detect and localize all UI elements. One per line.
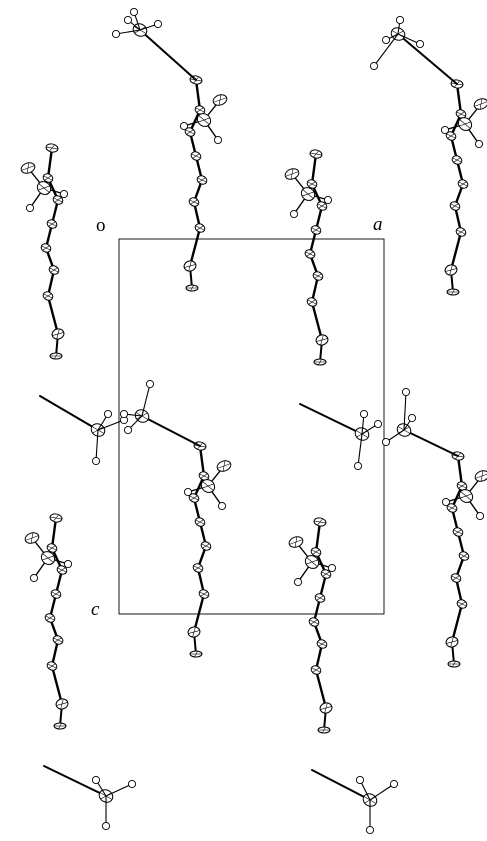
- hydrogen-atom: [381, 437, 391, 447]
- molecule-lower-left: [24, 513, 73, 730]
- hydrogen-atom: [123, 425, 133, 435]
- hydrogen-atom: [365, 825, 375, 835]
- hydrogen-atom: [355, 775, 365, 785]
- hydrogen-atom: [373, 419, 383, 429]
- ethyl-tail-inside-right: [299, 403, 383, 471]
- hydrogen-atom: [217, 501, 227, 511]
- hydrogen-atom: [29, 573, 39, 583]
- ethyl-tail-left-mid: [39, 395, 129, 466]
- molecule-upper-right: [440, 79, 487, 296]
- hydrogen-atom: [101, 821, 111, 831]
- hydrogen-atom: [59, 189, 69, 199]
- hydrogen-atom: [293, 577, 303, 587]
- axis-c-label: c: [91, 599, 100, 620]
- hydrogen-atom: [63, 559, 73, 569]
- hydrogen-atom: [145, 379, 155, 389]
- hydrogen-atom: [91, 456, 101, 466]
- molecule-lower-inside-right: [288, 517, 337, 734]
- hydrogen-atom: [395, 15, 405, 25]
- unit-cell-box: [118, 238, 385, 615]
- hydrogen-atom: [119, 409, 129, 419]
- hydrogen-atom: [183, 487, 193, 497]
- hydrogen-atom: [323, 195, 333, 205]
- hydrogen-atom: [91, 775, 101, 785]
- hydrogen-atom: [129, 7, 139, 17]
- hydrogen-atom: [111, 29, 121, 39]
- hydrogen-atom: [179, 121, 189, 131]
- hydrogen-atom: [401, 387, 411, 397]
- hydrogen-atom: [127, 779, 137, 789]
- ethyl-tail-right: [381, 387, 459, 457]
- ethyl-tail-top-left: [111, 7, 197, 81]
- molecule-inside-right: [284, 149, 333, 366]
- ethyl-tail-bottom-right: [311, 769, 399, 835]
- fluorine-atom: [474, 470, 487, 482]
- molecule-upper-left: [179, 75, 228, 292]
- molecule-layer: [20, 7, 487, 835]
- hydrogen-atom: [213, 135, 223, 145]
- hydrogen-atom: [381, 35, 391, 45]
- hydrogen-atom: [474, 139, 484, 149]
- hydrogen-atom: [415, 39, 425, 49]
- hydrogen-atom: [359, 409, 369, 419]
- hydrogen-atom: [440, 125, 450, 135]
- hydrogen-atom: [289, 209, 299, 219]
- ethyl-tail-centre: [119, 379, 201, 447]
- hydrogen-atom: [327, 563, 337, 573]
- ethyl-tail-bottom-left: [43, 765, 137, 831]
- hydrogen-atom: [103, 409, 113, 419]
- hydrogen-atom: [353, 461, 363, 471]
- hydrogen-atom: [123, 15, 133, 25]
- hydrogen-atom: [153, 19, 163, 29]
- molecule-centre-lower: [183, 441, 232, 658]
- hydrogen-atom: [475, 511, 485, 521]
- hydrogen-atom: [25, 203, 35, 213]
- hydrogen-atom: [369, 61, 379, 71]
- hydrogen-atom: [389, 779, 399, 789]
- origin-label: o: [96, 215, 106, 236]
- hydrogen-atom: [407, 413, 417, 423]
- hydrogen-atom: [441, 497, 451, 507]
- fluorine-atom: [473, 98, 487, 110]
- axis-a-label: a: [373, 214, 383, 235]
- ethyl-tail-top-right: [369, 15, 458, 85]
- molecule-right-lower: [441, 451, 487, 668]
- molecule-left-upper: [20, 143, 69, 360]
